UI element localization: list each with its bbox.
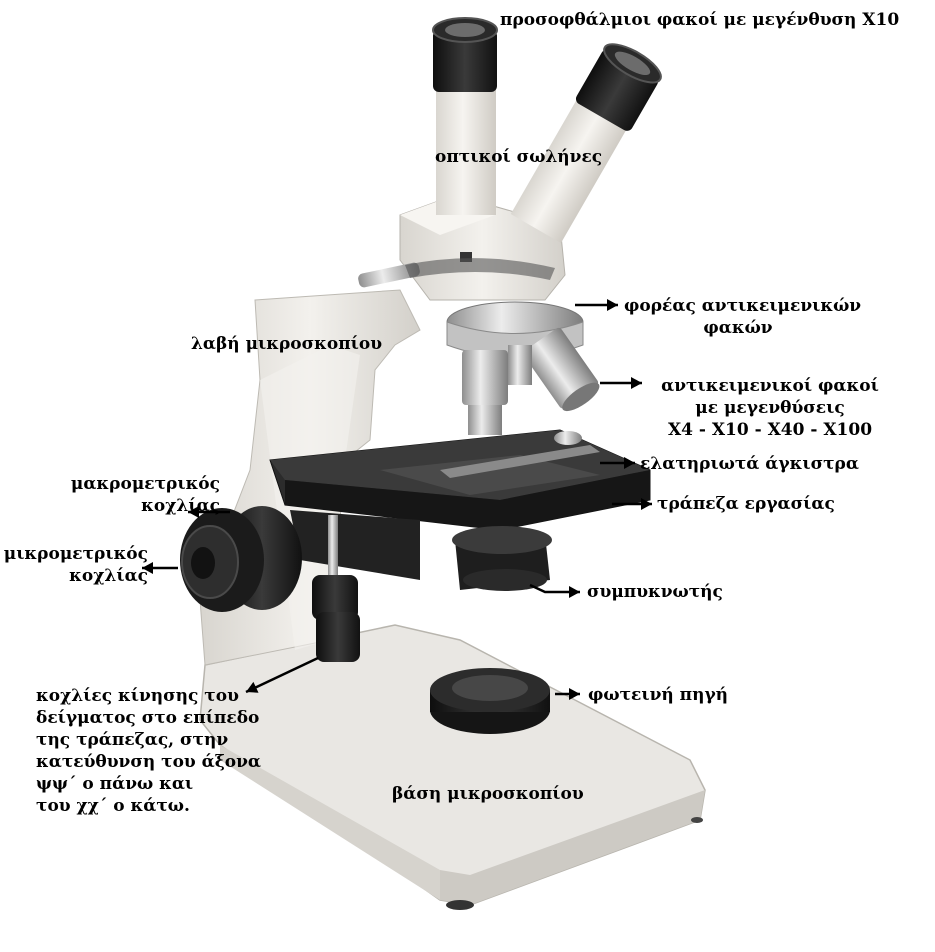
arrow-condenser-head (569, 586, 580, 598)
label-coarse-focus: μακρομετρικός κοχλίας (60, 473, 220, 517)
objective-lenses (462, 327, 600, 435)
label-objectives: αντικειμενικοί φακοί με μεγενθύσεις Χ4 -… (640, 375, 900, 441)
label-condenser: συμπυκνωτής (587, 582, 723, 602)
label-base: βάση μικροσκοπίου (392, 784, 584, 804)
condenser (452, 526, 552, 591)
label-fine-focus-line-2: κοχλίας (69, 566, 148, 586)
label-coarse-focus-line-1: μακρομετρικός (70, 474, 220, 494)
label-nosepiece-line-2: φακών (703, 318, 773, 338)
arrow-coarse-focus-head (188, 506, 199, 518)
label-arrows (142, 299, 652, 700)
label-objectives-line-1: αντικειμενικοί φακοί (661, 376, 879, 396)
label-stage-controls-line-4: κατεύθυνση του άξονα (36, 752, 261, 772)
label-stage-controls-line-1: κοχλίες κίνησης του (36, 686, 239, 706)
stage-control-knobs (312, 515, 360, 662)
arrow-fine-focus-head (142, 562, 153, 574)
arrow-stage-controls-head (246, 681, 259, 693)
label-stage: τράπεζα εργασίας (657, 494, 835, 514)
label-fine-focus: μικρομετρικός κοχλίας (2, 543, 148, 587)
label-fine-focus-line-1: μικρομετρικός (3, 544, 148, 564)
eyepieces (432, 17, 662, 131)
label-eyepieces: προσοφθάλμιοι φακοί με μεγένθυση Χ10 (500, 10, 900, 30)
label-stage-controls-line-2: δείγματος στο επίπεδο (36, 708, 260, 728)
label-stage-controls-line-6: του χχ΄ ο κάτω. (36, 796, 190, 816)
arrow-nosepiece-head (607, 299, 618, 311)
label-nosepiece-line-1: φορέας αντικειμενικών (624, 296, 862, 316)
arrow-stage-controls-line (245, 656, 319, 694)
microscope-base (199, 624, 706, 910)
label-microscope-handle: λαβή μικροσκοπίου (191, 334, 383, 354)
label-stage-controls-line-5: ψψ΄ ο πάνω και (36, 774, 194, 794)
arrow-objectives-head (631, 377, 642, 389)
label-stage-controls-line-3: της τράπεζας, στην (36, 730, 229, 750)
focus-knobs (180, 506, 302, 612)
label-optical-tubes: οπτικοί σωλήνες (435, 147, 603, 167)
label-coarse-focus-line-2: κοχλίας (141, 496, 220, 516)
light-source (430, 668, 550, 734)
label-light-source: φωτεινή πηγή (588, 685, 729, 705)
label-objectives-line-3: Χ4 - Χ10 - Χ40 - Χ100 (667, 420, 873, 440)
optical-tubes (436, 84, 636, 243)
label-objectives-line-2: με μεγενθύσεις (695, 398, 845, 418)
arrow-stage-head (641, 498, 652, 510)
arrow-spring-clips-head (624, 457, 635, 469)
label-spring-clips: ελατηριωτά άγκιστρα (640, 454, 859, 474)
label-nosepiece: φορέας αντικειμενικών φακών (624, 295, 862, 339)
microscope-stage (269, 429, 651, 580)
arrow-light-source-head (569, 688, 580, 700)
label-stage-controls: κοχλίες κίνησης του δείγματος στο επίπεδ… (36, 685, 261, 817)
arrow-condenser-line (529, 583, 580, 594)
